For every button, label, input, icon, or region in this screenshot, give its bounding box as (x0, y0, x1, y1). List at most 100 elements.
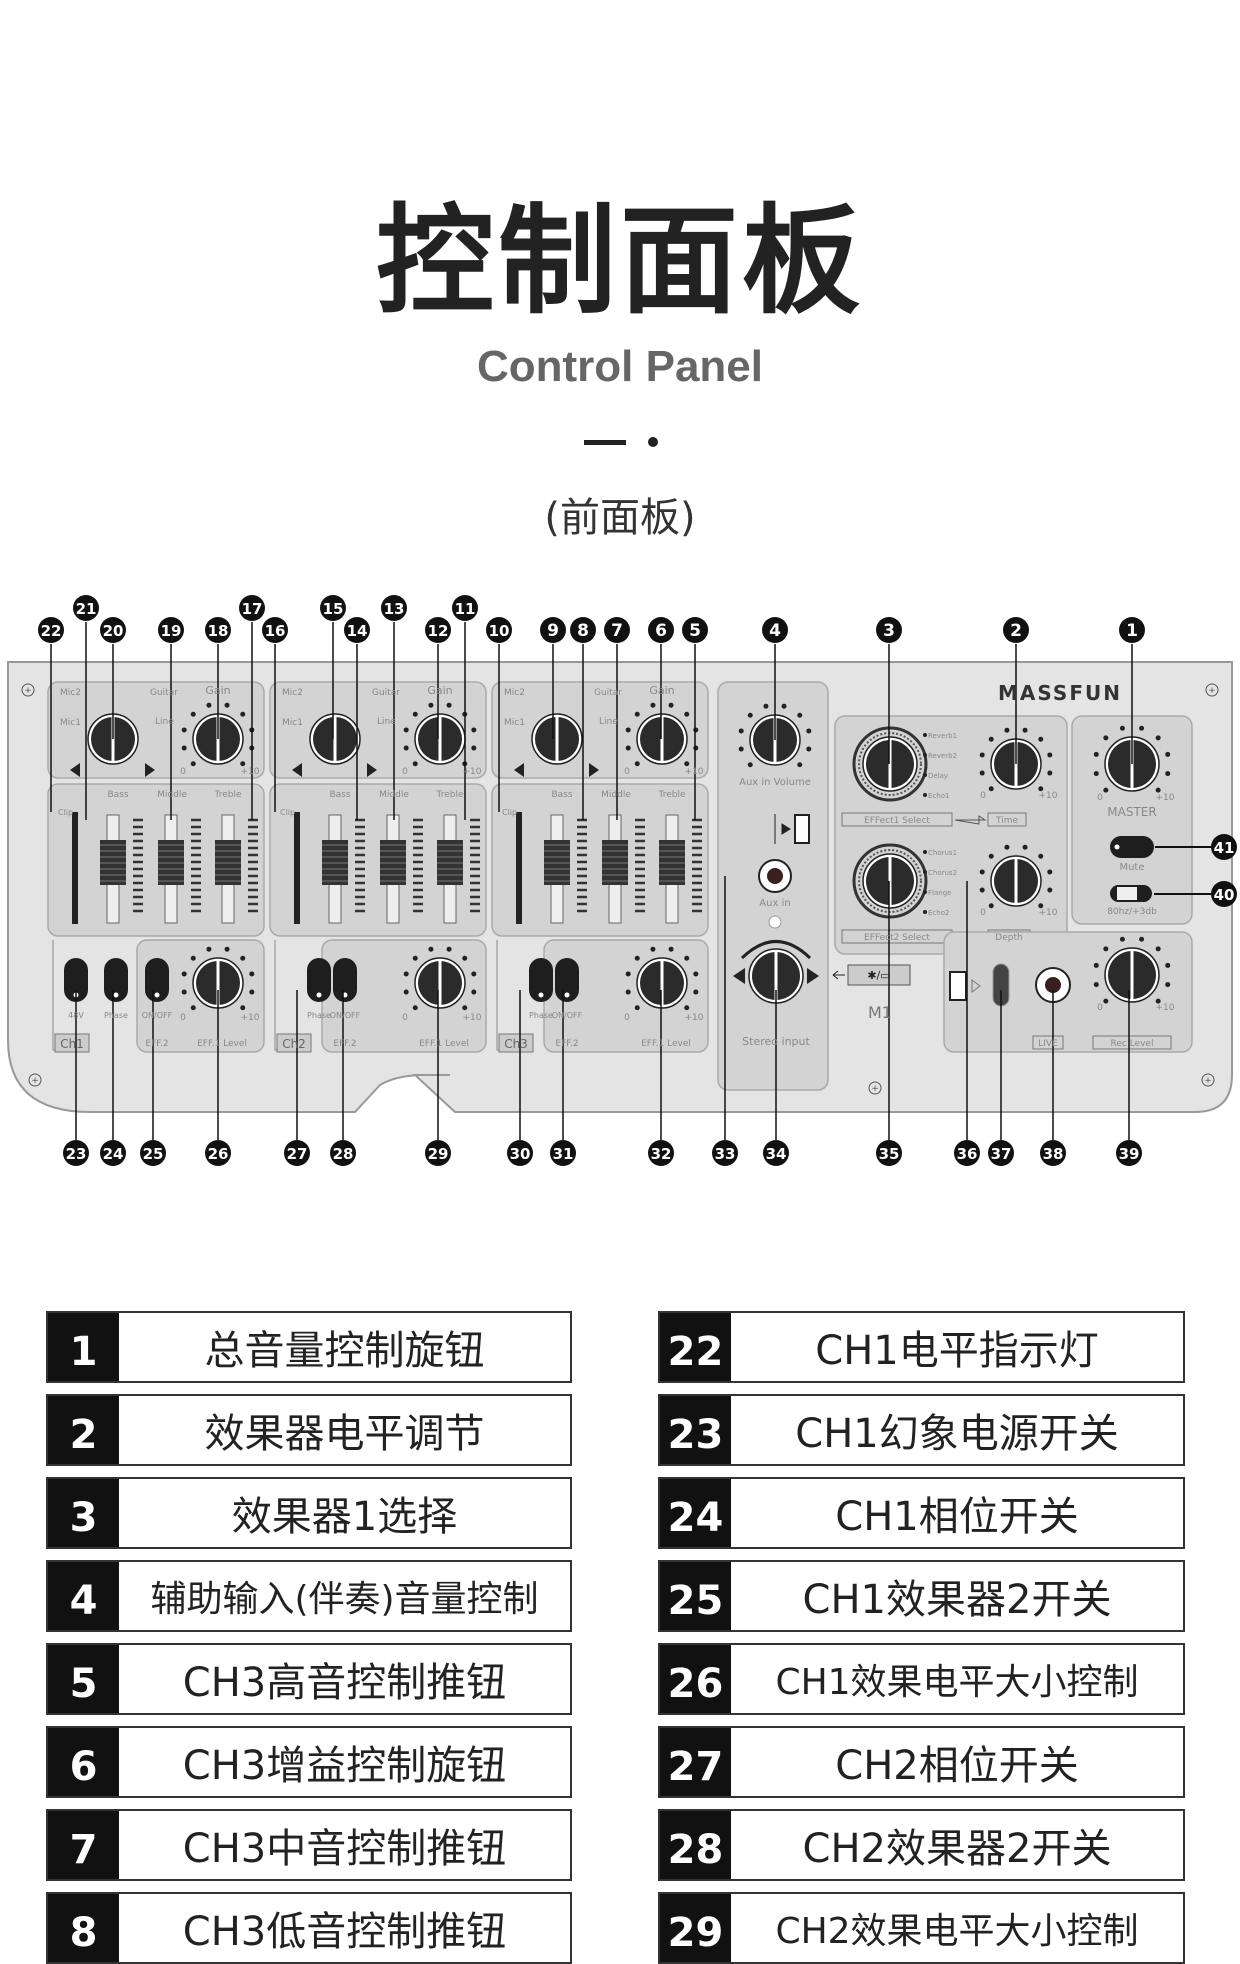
divider-dash (584, 440, 626, 445)
callout-badge (344, 617, 370, 643)
callout-number: 38 (1043, 1145, 1064, 1163)
callout-number: 12 (428, 622, 449, 640)
panel-label: EFF.2 (555, 1039, 578, 1049)
callout-badge (38, 617, 64, 643)
callout-badge (1211, 881, 1237, 907)
scale-dot (1119, 936, 1125, 942)
callout-number: 3 (883, 621, 895, 641)
level-meter (516, 812, 522, 924)
callout-number: 26 (208, 1145, 229, 1163)
panel-label: 0 (980, 908, 986, 918)
legend-description: CH1效果器2开关 (802, 1577, 1112, 1623)
callout-number: 9 (547, 621, 559, 641)
legend-number: 6 (48, 1728, 119, 1796)
scale-dot (1022, 727, 1028, 733)
callout-number: 29 (428, 1145, 449, 1163)
callout-number: 7 (611, 621, 623, 641)
scale-dot (412, 1005, 418, 1011)
callout-badge (320, 595, 346, 621)
scale-dot (190, 955, 196, 961)
panel-label: +10 (685, 1013, 704, 1023)
callout-number: 17 (242, 600, 263, 618)
legend-description: CH2相位开关 (835, 1743, 1079, 1789)
arrow-icon (954, 815, 987, 825)
panel-label: EFF.1 Level (197, 1039, 247, 1049)
callout-badge (763, 1140, 789, 1166)
panel-label: Treble (658, 790, 686, 800)
callout-number: 6 (655, 621, 667, 641)
scale-dot (1004, 727, 1010, 733)
level-meter (294, 812, 300, 924)
scale-dot (462, 1005, 468, 1011)
scale-dot (988, 736, 994, 742)
panel-label: EFF.2 (333, 1039, 356, 1049)
legend-number: 1 (48, 1313, 119, 1381)
panel-label: 0 (980, 791, 986, 801)
right-arrow-icon (589, 763, 599, 777)
panel-label: Flange (928, 889, 951, 897)
callout-badge (1211, 834, 1237, 860)
eff2-switch (555, 958, 579, 1002)
scale-dot (412, 711, 418, 717)
scale-dot (1093, 751, 1099, 757)
switch-led (154, 992, 160, 998)
callout-number: 20 (103, 622, 124, 640)
callout-badge (876, 617, 902, 643)
callout-number: 28 (333, 1145, 354, 1163)
panel-label: Guitar (372, 688, 400, 698)
callout-badge (425, 617, 451, 643)
live-jack-hole (1045, 977, 1061, 993)
callout-number: 25 (143, 1145, 164, 1163)
scale-dot (190, 711, 196, 717)
scale-dot (693, 989, 699, 995)
screw-icon (1205, 683, 1219, 697)
eq-section (491, 783, 709, 937)
callout-badge (381, 595, 407, 621)
panel-label: Chorus1 (928, 849, 957, 857)
scale-dot (412, 761, 418, 767)
legend-number: 24 (660, 1479, 731, 1547)
panel-label: 0 (1097, 793, 1103, 803)
callout-number: 21 (76, 600, 97, 618)
rotation-arc-icon (740, 940, 812, 960)
callout-badge (648, 1140, 674, 1166)
panel-label: +10 (241, 1013, 260, 1023)
right-arrow-icon (145, 763, 155, 777)
callout-badge (284, 1140, 310, 1166)
panel-label: 0 (624, 767, 630, 777)
screw-icon: + (24, 686, 32, 696)
scale-dot (1022, 844, 1028, 850)
callout-number: 27 (287, 1145, 308, 1163)
callout-badge (100, 617, 126, 643)
scale-dot (1038, 853, 1044, 859)
selector-ring (852, 726, 928, 802)
page-subtitle: Control Panel (476, 342, 764, 391)
callout-badge (1040, 1140, 1066, 1166)
callout-badge (140, 1140, 166, 1166)
channel-label: Ch3 (504, 1037, 528, 1051)
callout-number: 39 (1119, 1145, 1140, 1163)
callout-number: 13 (384, 600, 405, 618)
panel-label: Aux in (759, 898, 790, 909)
panel-label: 0 (402, 1013, 408, 1023)
panel-label: Guitar (150, 688, 178, 698)
option-dot (923, 733, 927, 737)
panel-label: ON/OFF (142, 1011, 173, 1020)
option-dot (923, 910, 927, 914)
option-dot (923, 870, 927, 874)
scale-dot (1155, 946, 1161, 952)
brand-logo: MASSFUN (998, 681, 1122, 705)
scale-dot (471, 971, 477, 977)
callout-number: 41 (1214, 839, 1235, 857)
legend-description: 效果器1选择 (231, 1494, 458, 1540)
panel-label: +10 (463, 1013, 482, 1023)
callout-badge (1116, 1140, 1142, 1166)
panel-label: Treble (214, 790, 242, 800)
switch-led (538, 992, 544, 998)
channel-badge (276, 1033, 312, 1053)
scale-dot (693, 727, 699, 733)
